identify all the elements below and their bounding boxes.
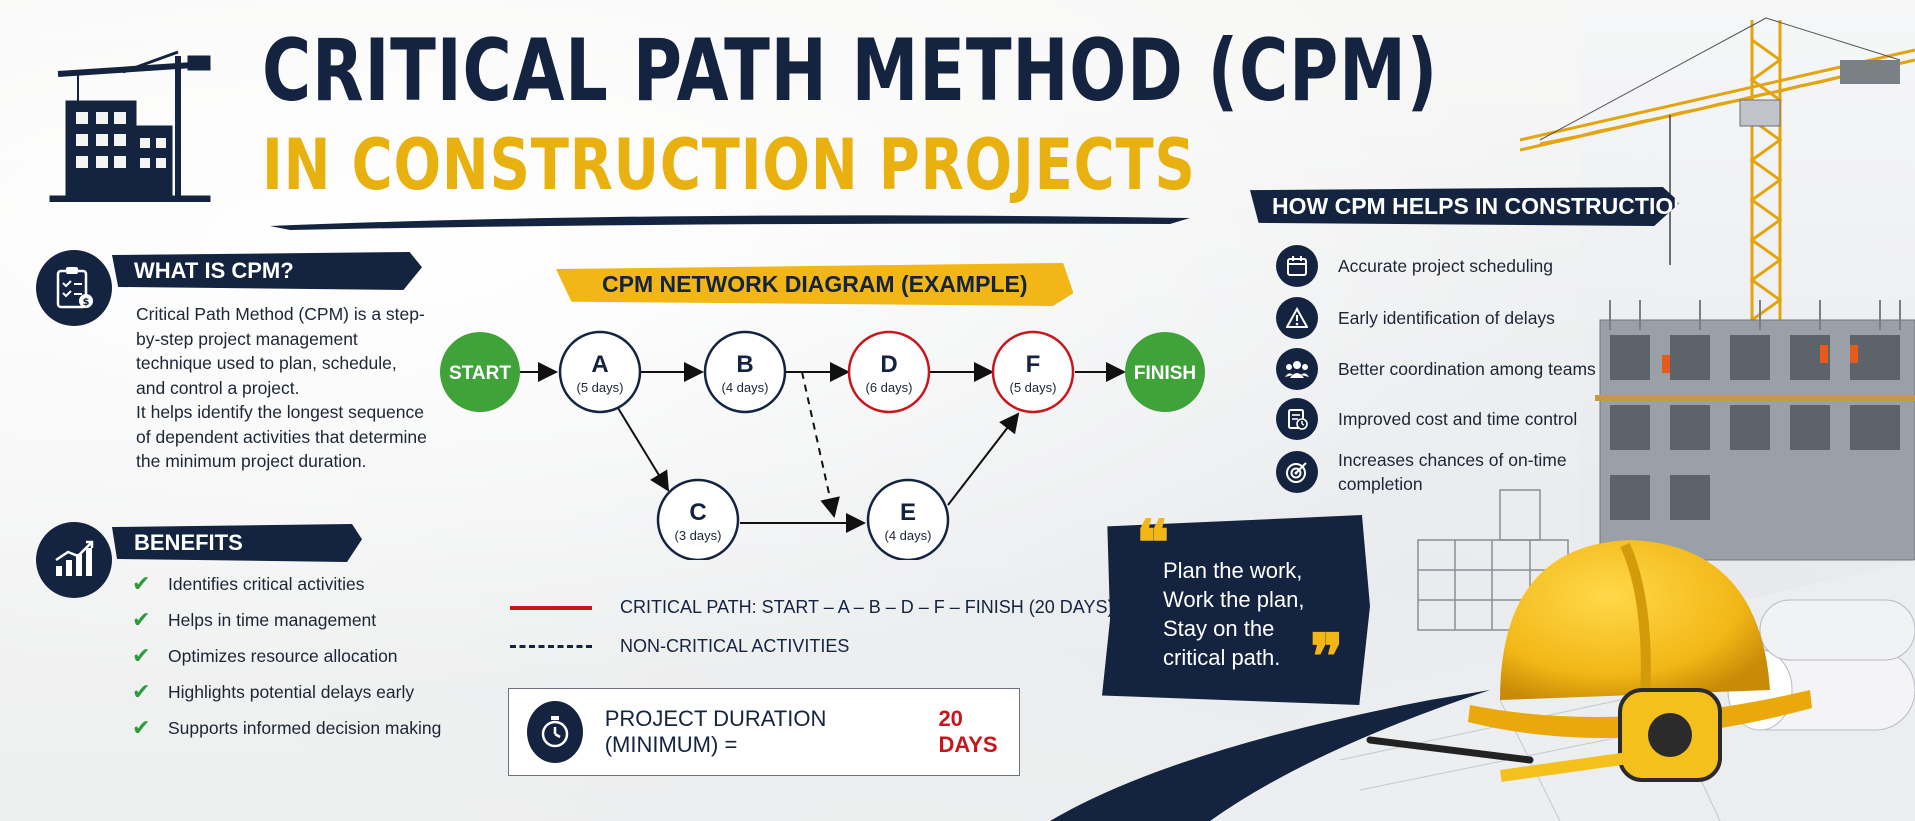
- node-d-letter: D: [880, 351, 897, 378]
- node-b: [703, 330, 787, 414]
- help-item: Accurate project scheduling: [1276, 240, 1606, 292]
- node-b-days: (4 days): [722, 380, 769, 395]
- check-icon: ✔: [132, 715, 151, 740]
- main-title: CRITICAL PATH METHOD (CPM): [262, 21, 1439, 121]
- check-icon: ✔: [132, 607, 151, 632]
- duration-label: PROJECT DURATION (MINIMUM) =: [604, 706, 827, 757]
- cpm-network-diagram: START A (5 days) B (4 days) D (6 days) F…: [440, 330, 1205, 560]
- close-quote-icon: ❞: [1310, 620, 1344, 693]
- open-quote-icon: ❝: [1136, 506, 1170, 579]
- team-icon: [1276, 348, 1318, 390]
- node-c-days: (3 days): [675, 528, 722, 543]
- node-f-days: (5 days): [1010, 380, 1057, 395]
- what-is-cpm-text: Critical Path Method (CPM) is a step-by-…: [136, 302, 428, 474]
- non-critical-label: NON-CRITICAL ACTIVITIES: [620, 636, 850, 656]
- growth-chart-icon: [36, 522, 112, 598]
- crane-building-logo-icon: [49, 50, 211, 202]
- calendar-icon: [1276, 245, 1318, 287]
- node-e: [866, 478, 950, 560]
- edge-e-f: [947, 412, 1020, 506]
- legend-critical: CRITICAL PATH: START – A – B – D – F – F…: [510, 597, 1113, 618]
- benefit-item: ✔Optimizes resource allocation: [132, 643, 398, 668]
- node-finish: [1125, 332, 1205, 412]
- node-a: [558, 330, 642, 414]
- node-start: [440, 332, 520, 412]
- node-d-days: (6 days): [866, 380, 913, 395]
- quote-box: [1102, 515, 1370, 705]
- help-item: Improved cost and time control: [1276, 394, 1606, 444]
- diagram-heading: CPM NETWORK DIAGRAM (EXAMPLE): [556, 263, 1074, 306]
- node-c-letter: C: [689, 499, 706, 526]
- critical-path-label: CRITICAL PATH: START – A – B – D – F – F…: [620, 597, 1114, 617]
- quote-text: Plan the work, Work the plan, Stay on th…: [1163, 558, 1305, 670]
- benefit-item: ✔Highlights potential delays early: [132, 679, 415, 704]
- node-e-letter: E: [900, 499, 916, 526]
- what-is-paragraph-2: It helps identify the longest sequence o…: [136, 402, 427, 471]
- benefit-item: ✔Supports informed decision making: [132, 715, 442, 740]
- sub-title: IN CONSTRUCTION PROJECTS: [262, 124, 1196, 206]
- target-icon: [1276, 451, 1318, 493]
- benefits-heading: BENEFITS: [112, 524, 362, 562]
- node-e-days: (4 days): [885, 528, 932, 543]
- edge-a-c: [617, 407, 670, 492]
- title-underline-brush: [270, 215, 1190, 230]
- help-item: Better coordination among teams: [1276, 344, 1606, 394]
- what-is-paragraph-1: Critical Path Method (CPM) is a step-by-…: [136, 304, 425, 398]
- construction-scene-illustration: [1200, 0, 1915, 821]
- how-cpm-helps-heading: HOW CPM HELPS IN CONSTRUCTION: [1250, 187, 1680, 226]
- legend-non-critical: NON-CRITICAL ACTIVITIES: [510, 636, 849, 657]
- stopwatch-icon: [527, 701, 583, 763]
- help-item: Increases chances of on-time completion: [1276, 444, 1606, 500]
- node-b-letter: B: [736, 351, 753, 378]
- node-start-label: START: [449, 363, 511, 384]
- warning-icon: [1276, 297, 1318, 339]
- check-icon: ✔: [132, 679, 151, 704]
- project-duration-box: PROJECT DURATION (MINIMUM) = 20 DAYS: [508, 688, 1020, 776]
- edge-b-e-dummy: [801, 371, 840, 518]
- node-a-letter: A: [591, 351, 608, 378]
- cost-report-icon: [1276, 398, 1318, 440]
- node-a-days: (5 days): [577, 380, 624, 395]
- check-icon: ✔: [132, 571, 151, 596]
- benefit-item: ✔Identifies critical activities: [132, 571, 365, 596]
- node-d: [847, 330, 931, 414]
- svg-text:$: $: [83, 297, 90, 308]
- help-item: Early identification of delays: [1276, 292, 1606, 344]
- how-helps-list: Accurate project scheduling Early identi…: [1276, 240, 1606, 500]
- checklist-icon: $: [36, 250, 112, 326]
- what-is-cpm-heading: WHAT IS CPM?: [112, 252, 422, 290]
- benefits-list: ✔Identifies critical activities ✔Helps i…: [132, 566, 462, 746]
- node-c: [656, 478, 740, 560]
- check-icon: ✔: [132, 643, 151, 668]
- brush-stroke-decoration: [1050, 690, 1490, 821]
- node-f-letter: F: [1026, 351, 1041, 378]
- node-f: [991, 330, 1075, 414]
- node-finish-label: FINISH: [1134, 363, 1196, 384]
- dashed-line-swatch: [510, 645, 592, 648]
- critical-line-swatch: [510, 605, 592, 610]
- benefit-item: ✔Helps in time management: [132, 607, 377, 632]
- duration-value: 20 DAYS: [938, 706, 998, 757]
